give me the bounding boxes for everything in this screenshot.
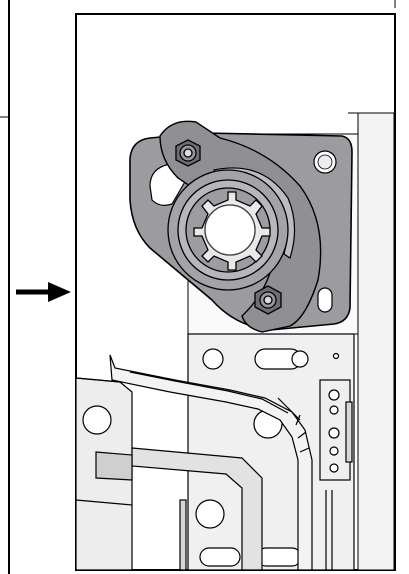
screw-icon <box>328 389 340 401</box>
curved-guide <box>109 354 313 571</box>
bracket-hole <box>202 348 224 370</box>
bracket-slot <box>256 547 302 567</box>
bracket-hole <box>291 350 309 368</box>
right-arrow-icon <box>16 282 71 302</box>
bracket-slot <box>199 547 241 567</box>
hex-nut-icon <box>175 139 201 167</box>
left-panel <box>0 0 10 574</box>
bracket-hole <box>195 499 225 529</box>
channel-hole <box>82 405 112 435</box>
screw-icon <box>328 427 340 439</box>
splined-hub-icon <box>167 169 289 291</box>
lower-channel <box>75 377 263 571</box>
side-rail <box>319 379 353 570</box>
bracket-slot <box>317 287 333 313</box>
hex-nut-icon <box>254 285 282 315</box>
